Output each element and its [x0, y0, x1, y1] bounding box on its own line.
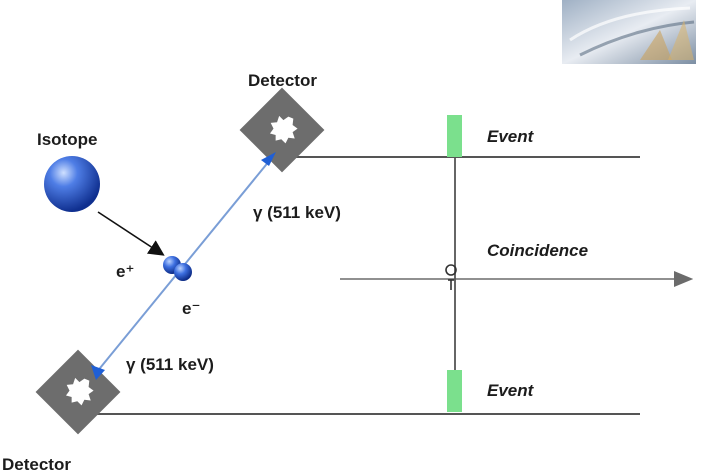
detector-bottom-icon — [35, 349, 121, 435]
event-bottom-label: Event — [487, 381, 535, 400]
detector-bottom-hit — [91, 365, 105, 380]
coincidence-label: Coincidence — [487, 241, 588, 260]
detector-top-icon — [239, 87, 325, 173]
isotope-label: Isotope — [37, 130, 97, 149]
detector-top-hit — [261, 152, 276, 166]
decorative-thumbnail — [562, 0, 696, 64]
electron-particle — [174, 263, 192, 281]
gamma-bottom-label: γ (511 keV) — [126, 355, 214, 374]
decay-arrow — [97, 211, 165, 256]
positron-label: e⁺ — [116, 262, 134, 281]
isotope-sphere — [44, 156, 100, 212]
electron-label: e⁻ — [182, 299, 200, 318]
event-pulse-top — [447, 115, 462, 157]
detector-top-label: Detector — [248, 71, 317, 90]
event-top-label: Event — [487, 127, 535, 146]
detector-bottom-label: Detector — [2, 455, 71, 474]
coincidence-marker-icon — [445, 264, 457, 290]
gamma-top-label: γ (511 keV) — [253, 203, 341, 222]
event-pulse-bottom — [447, 370, 462, 412]
